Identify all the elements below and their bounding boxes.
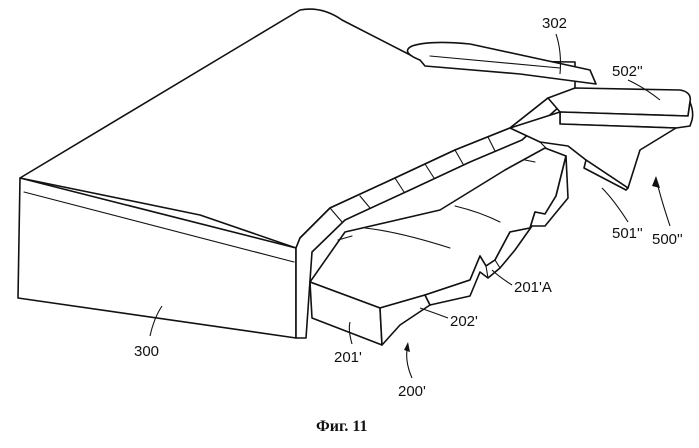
figure-caption: Фиг. 11 xyxy=(316,418,368,435)
label-202: 202' xyxy=(450,313,478,330)
leader-501 xyxy=(602,188,628,222)
label-500: 500'' xyxy=(652,231,683,248)
label-201: 201' xyxy=(334,349,362,366)
arrow-200 xyxy=(404,342,410,352)
label-300: 300 xyxy=(134,343,159,360)
label-501: 501'' xyxy=(612,225,643,242)
label-302: 302 xyxy=(542,15,567,32)
arrow-500 xyxy=(652,176,660,188)
label-200: 200' xyxy=(398,383,426,400)
label-502: 502'' xyxy=(612,63,643,80)
leader-202 xyxy=(420,308,448,318)
label-201a: 201'A xyxy=(514,279,552,296)
leader-201a xyxy=(492,270,512,285)
